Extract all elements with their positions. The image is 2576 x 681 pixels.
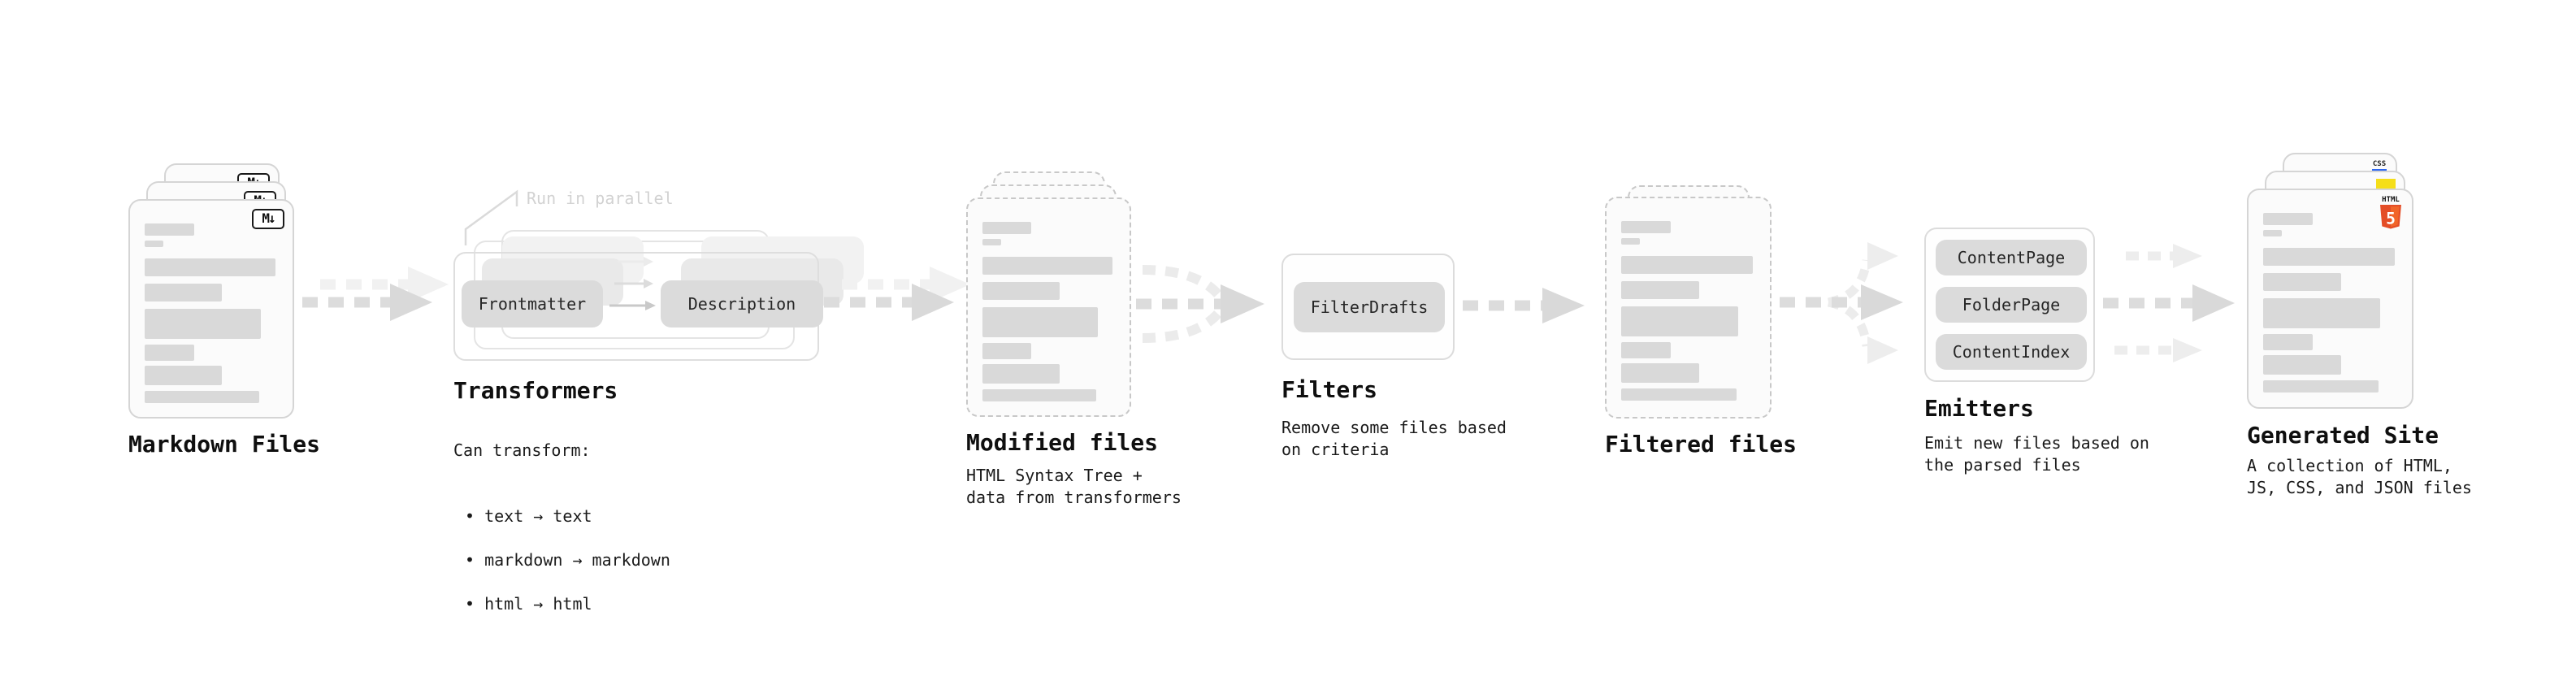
markdown-files-stack: M↓ M↓ M↓ [128, 163, 332, 423]
list-item: text → text [453, 505, 670, 527]
markdown-files-title: Markdown Files [128, 431, 321, 458]
filters-panel: FilterDrafts [1281, 254, 1455, 360]
description-transformer-box: Description [661, 280, 823, 327]
skeleton-bar [2263, 230, 2283, 236]
markdown-file-card-front: M↓ [128, 199, 294, 419]
arrow-filters-to-filtered [1463, 288, 1585, 323]
skeleton-bar [1621, 256, 1753, 274]
html5-icon-label: HTML [2382, 196, 2400, 204]
skeleton-bar [2263, 248, 2395, 266]
skeleton-bar [145, 345, 194, 361]
annotation-leader-line [464, 189, 518, 245]
arrow-modified-to-filters [1136, 265, 1264, 343]
emitters-title: Emitters [1924, 395, 2034, 422]
parallel-step-arrows [609, 257, 656, 310]
generated-site-caption: A collection of HTML, JS, CSS, and JSON … [2247, 456, 2472, 497]
document-skeleton [982, 222, 1115, 401]
emitters-panel: ContentPage FolderPage ContentIndex [1924, 228, 2095, 382]
modified-files-stack [966, 171, 1169, 432]
skeleton-bar [982, 282, 1060, 300]
skeleton-bar [145, 391, 260, 403]
skeleton-bar [145, 223, 194, 236]
transformers-stack: Run in parallel Frontmatter Description [453, 187, 876, 366]
skeleton-bar [1621, 342, 1672, 358]
svg-text:5: 5 [2386, 210, 2396, 228]
folderpage-emitter-box: FolderPage [1936, 287, 2087, 323]
skeleton-bar [2263, 355, 2341, 375]
run-in-parallel-annotation: Run in parallel [527, 189, 674, 208]
arrow-transformers-to-modified [824, 267, 970, 321]
modified-files-title: Modified files [966, 429, 1159, 456]
emitters-caption: Emit new files based on the parsed files [1924, 433, 2149, 475]
document-skeleton [1621, 221, 1755, 401]
html5-shield-icon: 5 [2380, 205, 2401, 229]
list-item: html → html [453, 593, 670, 615]
filterdrafts-box: FilterDrafts [1294, 282, 1445, 332]
transformers-caption: Can transform: text → text markdown → ma… [453, 418, 670, 659]
filtered-file-card-front [1605, 197, 1772, 419]
filters-title: Filters [1281, 376, 1378, 403]
generated-site-title: Generated Site [2247, 422, 2439, 449]
skeleton-bar [982, 222, 1032, 234]
skeleton-bar [145, 258, 275, 276]
caption-heading: Can transform: [453, 440, 591, 460]
skeleton-bar [2263, 334, 2314, 350]
skeleton-bar [2263, 213, 2314, 225]
skeleton-bar [982, 307, 1098, 337]
js-icon [2376, 179, 2396, 189]
skeleton-bar [982, 343, 1032, 359]
document-skeleton [145, 223, 278, 403]
list-item: markdown → markdown [453, 549, 670, 571]
skeleton-bar [1621, 238, 1641, 245]
skeleton-bar [982, 257, 1112, 275]
arrow-emitters-to-generated [2103, 244, 2235, 362]
skeleton-bar [1621, 221, 1672, 233]
skeleton-bar [145, 309, 261, 339]
skeleton-bar [2263, 273, 2341, 291]
skeleton-bar [2263, 298, 2380, 328]
skeleton-bar [145, 366, 223, 385]
skeleton-bar [145, 241, 163, 247]
css-icon-label: CSS [2372, 160, 2387, 168]
generated-site-stack: CSS HTML 5 [2247, 153, 2450, 413]
filtered-files-stack [1605, 185, 1808, 445]
skeleton-bar [1621, 306, 1738, 336]
skeleton-bar [1621, 281, 1699, 299]
document-skeleton [2263, 213, 2397, 393]
contentpage-emitter-box: ContentPage [1936, 240, 2087, 275]
modified-file-card-front [966, 197, 1131, 417]
html-file-card: HTML 5 [2247, 189, 2413, 409]
skeleton-bar [982, 389, 1097, 401]
skeleton-bar [145, 284, 223, 301]
html5-icon: HTML 5 [2378, 197, 2404, 232]
skeleton-bar [982, 364, 1060, 384]
filters-caption: Remove some files based on criteria [1281, 418, 1507, 459]
contentindex-emitter-box: ContentIndex [1936, 334, 2087, 370]
arrow-filtered-to-emitters [1780, 242, 1903, 364]
markdown-icon: M↓ [252, 209, 284, 229]
frontmatter-transformer-box: Frontmatter [462, 280, 603, 327]
arrow-markdown-to-transformers [302, 267, 449, 321]
skeleton-bar [1621, 388, 1737, 401]
skeleton-bar [2263, 380, 2379, 393]
transformers-title: Transformers [453, 377, 618, 404]
transform-list: text → text markdown → markdown html → h… [453, 484, 670, 637]
skeleton-bar [1621, 363, 1699, 383]
filtered-files-title: Filtered files [1605, 431, 1798, 458]
modified-files-caption: HTML Syntax Tree + data from transformer… [966, 466, 1182, 507]
skeleton-bar [982, 239, 1001, 245]
